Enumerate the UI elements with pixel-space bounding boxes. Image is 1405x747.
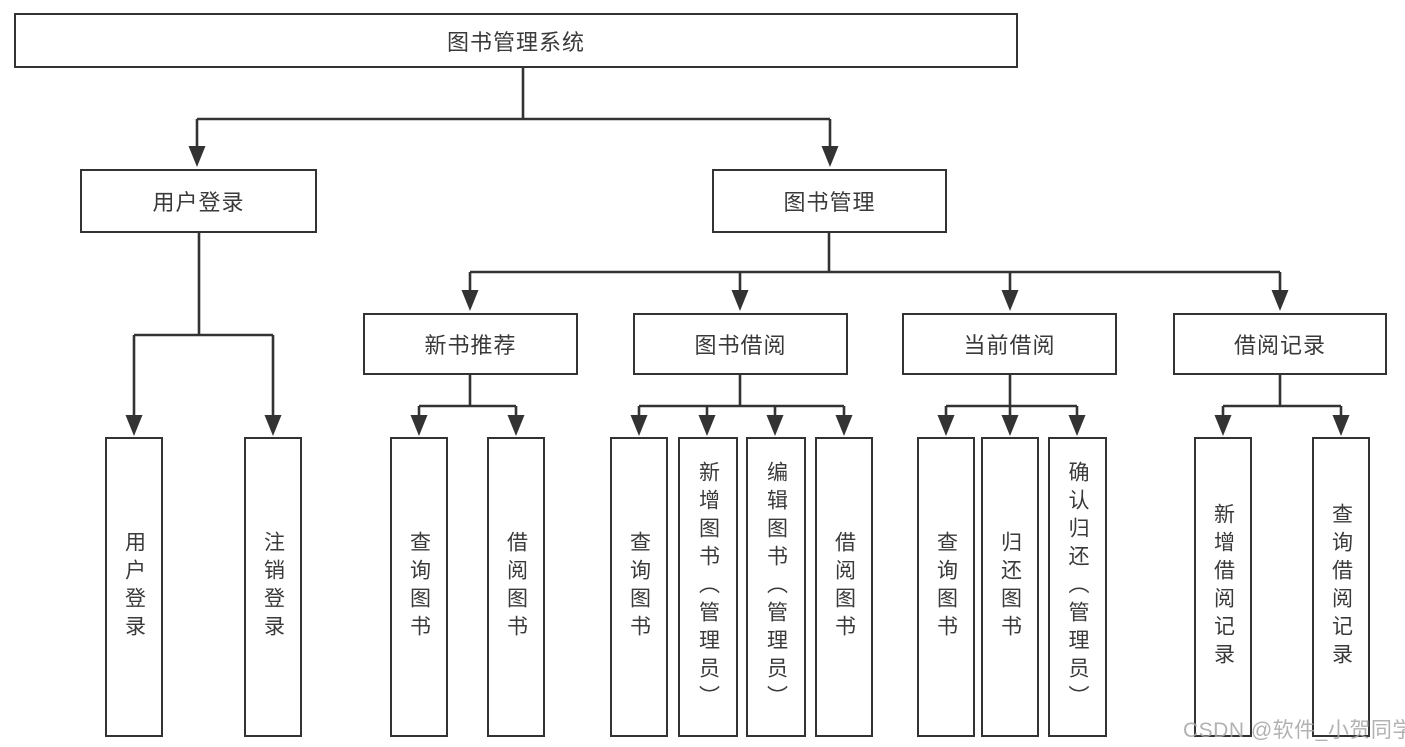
node-current-borrow: 当前借阅	[902, 313, 1117, 375]
leaf-newbook-borrow-book-label: 借阅图书	[504, 531, 528, 643]
leaf-logout-label: 注销登录	[261, 531, 285, 643]
leaf-newbook-query-book: 查询图书	[390, 437, 448, 737]
leaf-borrow-add-book-label: 新增图书（管理员）	[696, 461, 720, 713]
node-new-book-recommend: 新书推荐	[363, 313, 578, 375]
leaf-current-return-book: 归还图书	[981, 437, 1039, 737]
leaf-newbook-borrow-book: 借阅图书	[487, 437, 545, 737]
leaf-records-add-record-label: 新增借阅记录	[1211, 503, 1235, 671]
leaf-user-login: 用户登录	[105, 437, 163, 737]
leaf-records-query-record-label: 查询借阅记录	[1329, 503, 1353, 671]
leaf-user-login-label: 用户登录	[122, 531, 146, 643]
leaf-current-return-book-label: 归还图书	[998, 531, 1022, 643]
node-book-borrow: 图书借阅	[633, 313, 848, 375]
leaf-borrow-query-book-label: 查询图书	[627, 531, 651, 643]
leaf-current-confirm-return-label: 确认归还（管理员）	[1066, 461, 1089, 713]
node-borrow-records: 借阅记录	[1173, 313, 1387, 375]
node-borrow-records-label: 借阅记录	[1233, 333, 1326, 358]
node-root-label: 图书管理系统	[446, 29, 585, 55]
node-book-borrow-label: 图书借阅	[694, 333, 787, 358]
csdn-watermark: CSDN @软件_小贺同学	[1183, 719, 1405, 742]
leaf-borrow-borrow-book: 借阅图书	[815, 437, 873, 737]
leaf-current-query-book-label: 查询图书	[934, 531, 958, 643]
node-new-book-recommend-label: 新书推荐	[424, 333, 517, 358]
leaf-newbook-query-book-label: 查询图书	[407, 531, 431, 643]
leaf-borrow-borrow-book-label: 借阅图书	[832, 531, 856, 643]
node-user-login: 用户登录	[80, 169, 317, 233]
leaf-borrow-edit-book: 编辑图书（管理员）	[746, 437, 806, 737]
leaf-borrow-query-book: 查询图书	[610, 437, 668, 737]
leaf-current-query-book: 查询图书	[917, 437, 975, 737]
node-book-management: 图书管理	[712, 169, 947, 233]
node-user-login-label: 用户登录	[152, 190, 245, 215]
node-book-management-label: 图书管理	[783, 190, 876, 215]
leaf-borrow-add-book: 新增图书（管理员）	[678, 437, 738, 737]
node-current-borrow-label: 当前借阅	[963, 333, 1056, 358]
node-root: 图书管理系统	[14, 13, 1018, 68]
leaf-current-confirm-return: 确认归还（管理员）	[1048, 437, 1107, 737]
leaf-borrow-edit-book-label: 编辑图书（管理员）	[764, 461, 788, 713]
leaf-logout: 注销登录	[244, 437, 302, 737]
leaf-records-query-record: 查询借阅记录	[1312, 437, 1370, 737]
leaf-records-add-record: 新增借阅记录	[1194, 437, 1252, 737]
